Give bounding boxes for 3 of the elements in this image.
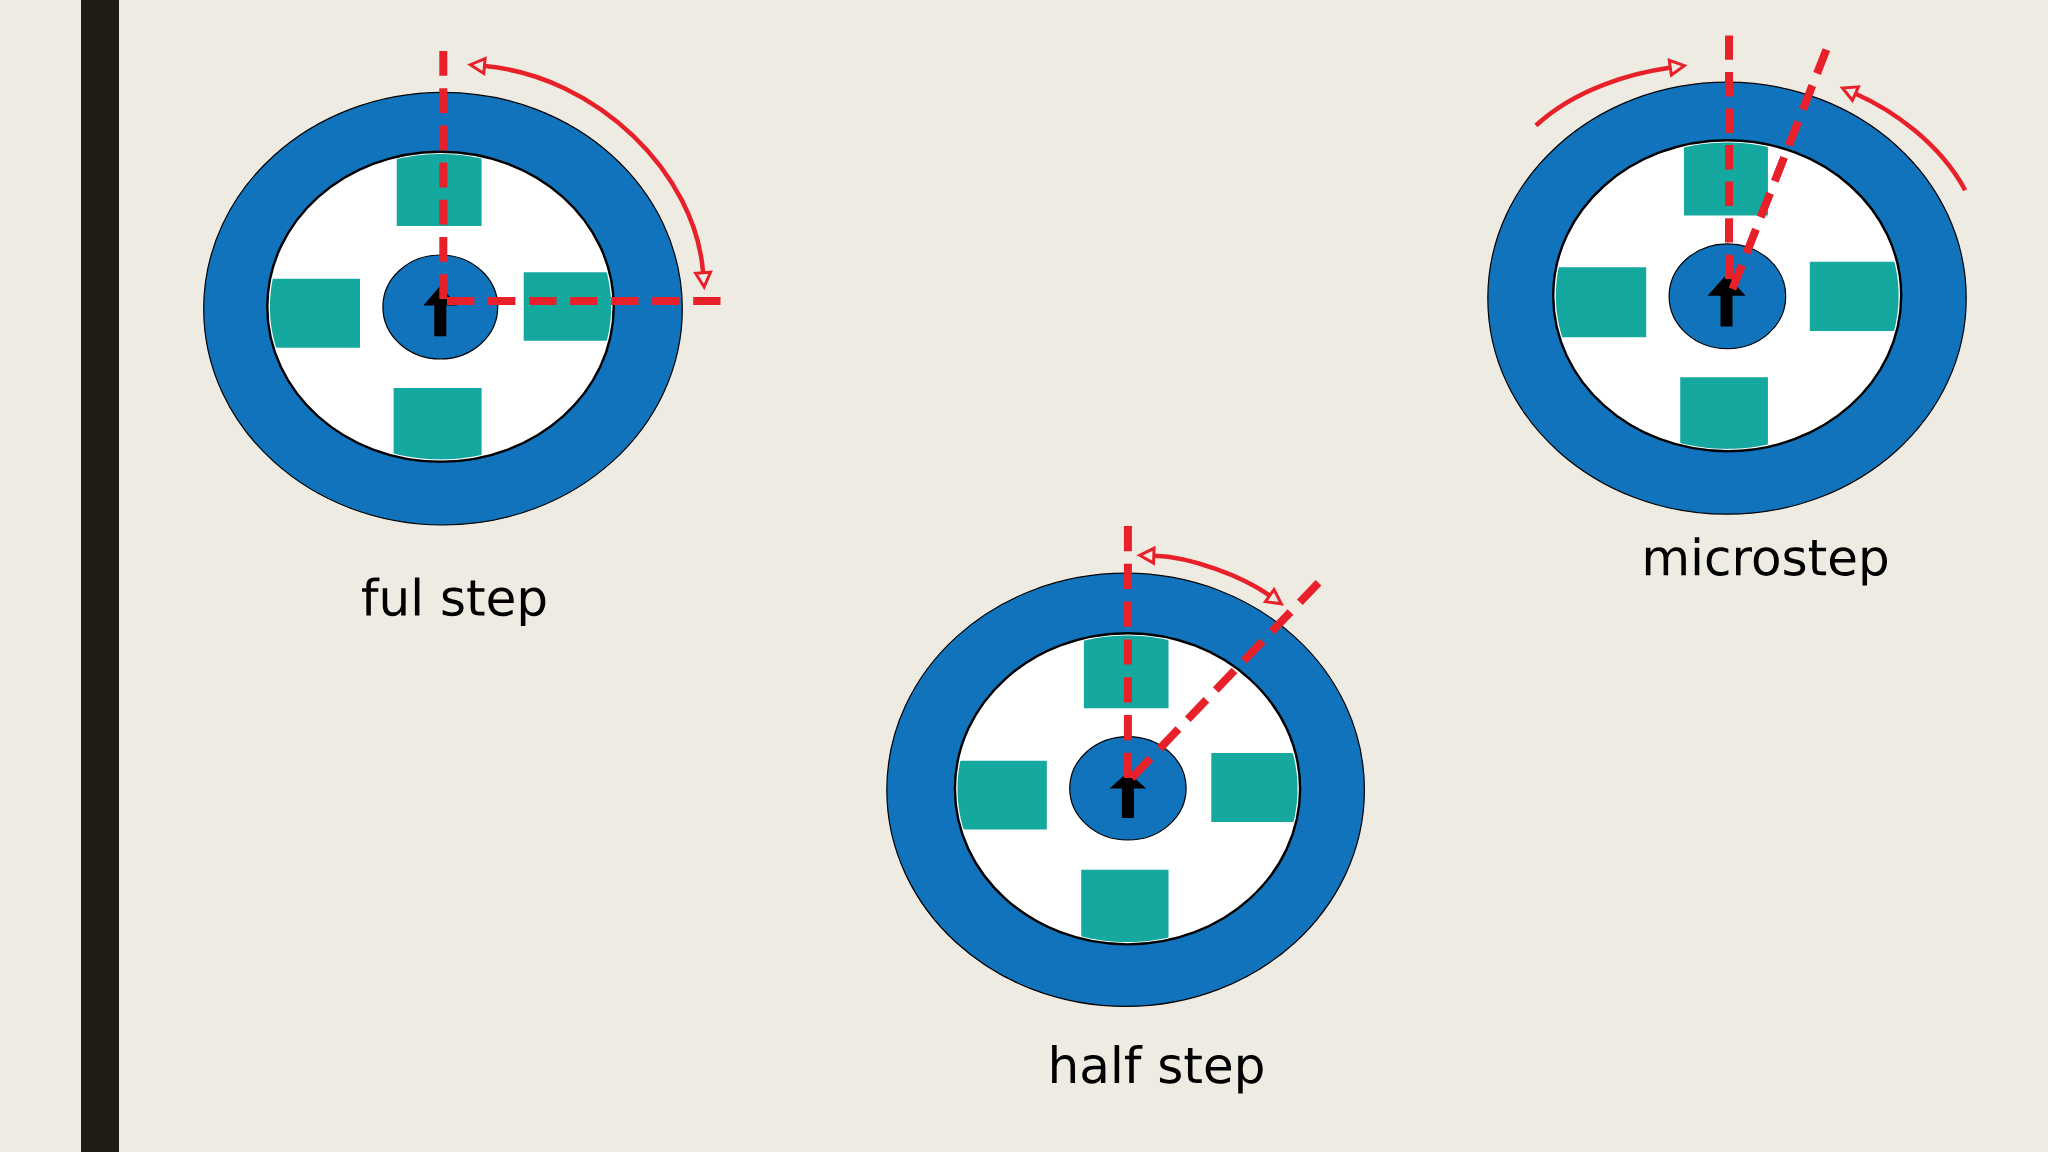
caption: ful step — [362, 577, 546, 626]
caption: half step — [1052, 1045, 1263, 1094]
caption: microstep — [1645, 537, 1887, 586]
